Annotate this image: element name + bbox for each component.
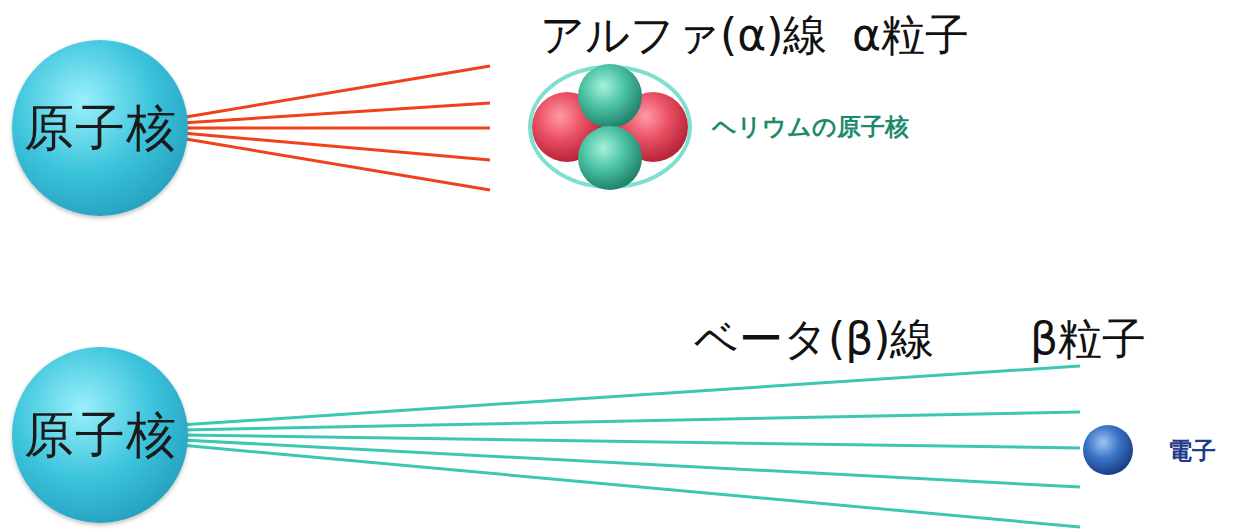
alpha-particle	[530, 64, 690, 190]
alpha-rays	[180, 66, 490, 190]
particle-description: ヘリウムの原子核	[712, 111, 909, 143]
atomic-nucleus: 原子核	[12, 40, 188, 216]
electron	[1083, 425, 1133, 475]
atomic-nucleus: 原子核	[12, 347, 188, 523]
particle-name: α粒子	[852, 6, 969, 65]
node-label: 原子核	[24, 95, 177, 162]
node-label: 原子核	[24, 402, 177, 469]
beta-rays	[180, 366, 1080, 527]
particle-description: 電子	[1168, 435, 1216, 467]
particle-name: β粒子	[1030, 310, 1146, 369]
ray-name: ベータ(β)線	[694, 310, 934, 369]
ray-name: アルファ(α)線	[540, 6, 827, 65]
